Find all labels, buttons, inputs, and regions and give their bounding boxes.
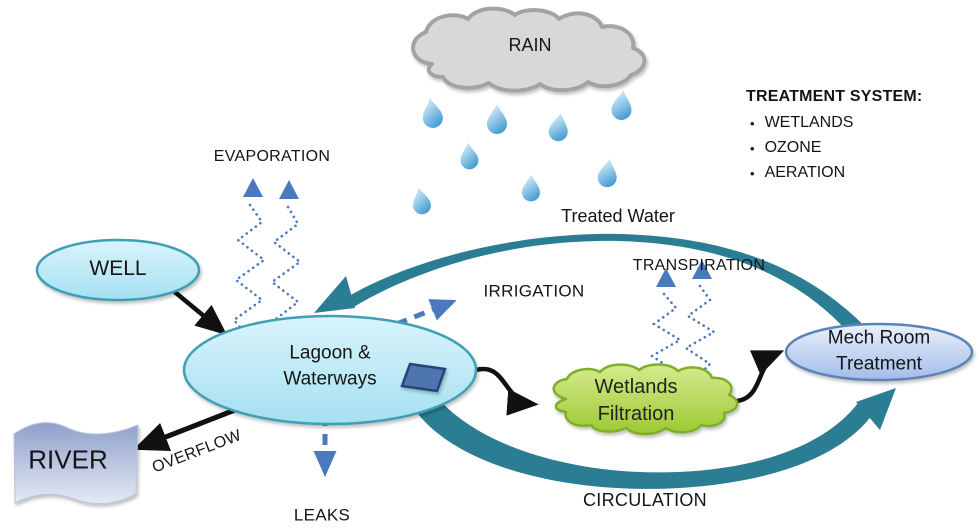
raindrop-icon	[596, 157, 620, 189]
evaporation-arrowheads	[243, 178, 299, 199]
mech-room-label-line2: Treatment	[836, 353, 922, 374]
wetlands-label-line1: Wetlands	[594, 376, 678, 398]
black-arrows	[133, 285, 785, 451]
raindrop-icon	[547, 111, 571, 143]
lagoon-label-line1: Lagoon &	[289, 342, 371, 364]
bullet-icon: •	[750, 165, 755, 181]
transpiration-label: TRANSPIRATION	[632, 257, 766, 275]
circulation-arrowhead-right	[856, 388, 896, 430]
circulation-arc-top	[346, 233, 874, 344]
list-item: • AERATION	[746, 164, 922, 182]
treatment-system-title: TREATMENT SYSTEM:	[746, 88, 923, 105]
wetlands-label: Wetlands Filtration	[594, 374, 677, 428]
river-shape	[13, 422, 139, 505]
raindrop-icon	[610, 89, 634, 121]
lagoon-label-line2: Waterways	[283, 368, 377, 389]
outfall-parallelogram	[400, 362, 447, 393]
rain-cloud-shape	[411, 6, 647, 93]
irrigation-arrow	[378, 299, 457, 334]
leaks-label: LEAKS	[293, 505, 351, 525]
raindrop-icon	[458, 141, 480, 171]
evaporation-label: EVAPORATION	[213, 148, 331, 166]
raindrop-icon	[409, 186, 433, 216]
mech-room-ellipse	[784, 322, 974, 382]
bullet-icon: •	[750, 140, 755, 156]
well-to-lagoon-arrow	[167, 285, 228, 336]
list-item: • OZONE	[746, 139, 922, 157]
well-ellipse	[35, 238, 201, 302]
mech-room-label-line1: Mech Room	[827, 327, 931, 349]
lagoon-label: Lagoon & Waterways	[283, 340, 376, 391]
treatment-item-label: OZONE	[764, 139, 822, 156]
wetlands-cloud-shape	[552, 363, 739, 436]
treatment-item-label: WETLANDS	[764, 114, 854, 131]
lagoon-ellipse	[182, 314, 478, 426]
mech-room-label: Mech Room Treatment	[828, 325, 930, 376]
wetlands-label-line2: Filtration	[597, 403, 675, 425]
lagoon-to-wetlands-arrow	[473, 366, 539, 416]
raindrop-icon	[487, 104, 507, 134]
raindrop-icon	[420, 96, 445, 130]
treatment-system-list: TREATMENT SYSTEM: • WETLANDS • OZONE • A…	[746, 88, 922, 189]
irrigation-label: IRRIGATION	[483, 281, 585, 301]
wetlands-to-mech-arrow	[734, 350, 785, 404]
bullet-icon: •	[750, 115, 755, 131]
overflow-arrow	[133, 405, 243, 451]
raindrops	[409, 89, 634, 216]
raindrop-icon	[522, 174, 540, 202]
circulation-arc-bottom	[400, 371, 872, 489]
list-item: • WETLANDS	[746, 114, 922, 132]
circulation-arrowhead-left	[314, 276, 355, 313]
circulation-label: CIRCULATION	[583, 489, 707, 510]
transpiration-arrowheads	[656, 260, 712, 287]
river-label: RIVER	[28, 444, 108, 475]
rain-label: RAIN	[508, 34, 552, 55]
circulation-loop	[314, 233, 896, 489]
well-label: WELL	[89, 256, 147, 280]
treated-water-label: Treated Water	[561, 205, 675, 226]
treatment-item-label: AERATION	[764, 164, 846, 181]
